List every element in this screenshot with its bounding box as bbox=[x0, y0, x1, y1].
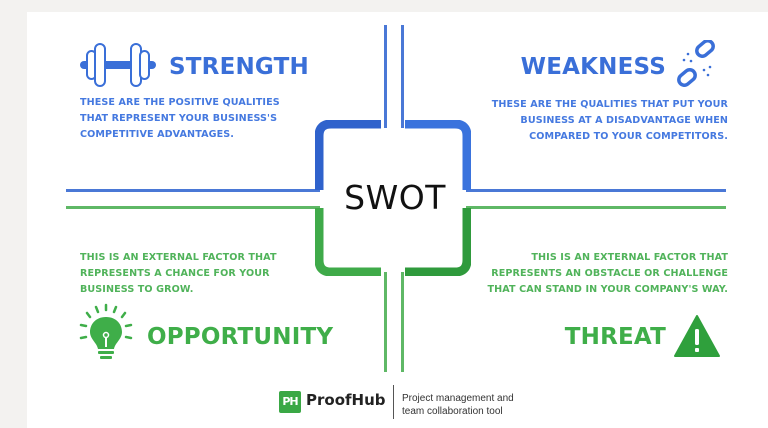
axis-line-top-left bbox=[384, 25, 387, 128]
weakness-description: THESE ARE THE QUALITIES THAT PUT YOUR BU… bbox=[440, 97, 728, 145]
axis-line-right-bottom bbox=[466, 206, 726, 209]
strength-title: STRENGTH bbox=[169, 54, 309, 80]
dumbbell-icon bbox=[80, 43, 156, 87]
swot-center-label: SWOT bbox=[344, 178, 446, 217]
threat-description: THIS IS AN EXTERNAL FACTOR THAT REPRESEN… bbox=[440, 250, 728, 298]
threat-line-3: THAT CAN STAND IN YOUR COMPANY'S WAY. bbox=[487, 284, 728, 295]
opportunity-line-2: REPRESENTS A CHANCE FOR YOUR bbox=[80, 268, 270, 279]
tagline-line-1: Project management and bbox=[402, 393, 514, 404]
threat-line-2: REPRESENTS AN OBSTACLE OR CHALLENGE bbox=[491, 268, 728, 279]
broken-chain-icon bbox=[677, 40, 715, 87]
axis-line-left-bottom bbox=[66, 206, 320, 209]
footer-divider bbox=[393, 385, 394, 419]
threat-title: THREAT bbox=[564, 324, 666, 350]
axis-line-top-right bbox=[401, 25, 404, 128]
weakness-title: WEAKNESS bbox=[520, 54, 666, 80]
axis-line-right-top bbox=[466, 189, 726, 192]
tagline-line-2: team collaboration tool bbox=[402, 406, 503, 417]
strength-description: THESE ARE THE POSITIVE QUALITIES THAT RE… bbox=[80, 95, 280, 143]
footer-tagline: Project management and team collaboratio… bbox=[402, 392, 514, 418]
axis-line-bottom-left bbox=[384, 272, 387, 372]
axis-line-left-top bbox=[66, 189, 320, 192]
opportunity-line-3: BUSINESS TO GROW. bbox=[80, 284, 194, 295]
strength-line-3: COMPETITIVE ADVANTAGES. bbox=[80, 129, 234, 140]
threat-line-1: THIS IS AN EXTERNAL FACTOR THAT bbox=[531, 252, 728, 263]
warning-triangle-icon bbox=[674, 315, 720, 357]
lightbulb-icon bbox=[79, 303, 133, 359]
proofhub-logo: PH bbox=[279, 391, 301, 413]
strength-line-2: THAT REPRESENT YOUR BUSINESS'S bbox=[80, 113, 278, 124]
opportunity-title: OPPORTUNITY bbox=[147, 324, 334, 350]
opportunity-line-1: THIS IS AN EXTERNAL FACTOR THAT bbox=[80, 252, 277, 263]
strength-line-1: THESE ARE THE POSITIVE QUALITIES bbox=[80, 97, 280, 108]
weakness-line-2: BUSINESS AT A DISADVANTAGE WHEN bbox=[520, 115, 728, 126]
weakness-line-1: THESE ARE THE QUALITIES THAT PUT YOUR bbox=[491, 99, 728, 110]
axis-line-bottom-right bbox=[401, 272, 404, 372]
weakness-line-3: COMPARED TO YOUR COMPETITORS. bbox=[529, 131, 728, 142]
swot-center-frame bbox=[315, 120, 471, 276]
proofhub-brand: ProofHub bbox=[306, 391, 386, 409]
opportunity-description: THIS IS AN EXTERNAL FACTOR THAT REPRESEN… bbox=[80, 250, 277, 298]
infographic-card bbox=[27, 12, 768, 428]
